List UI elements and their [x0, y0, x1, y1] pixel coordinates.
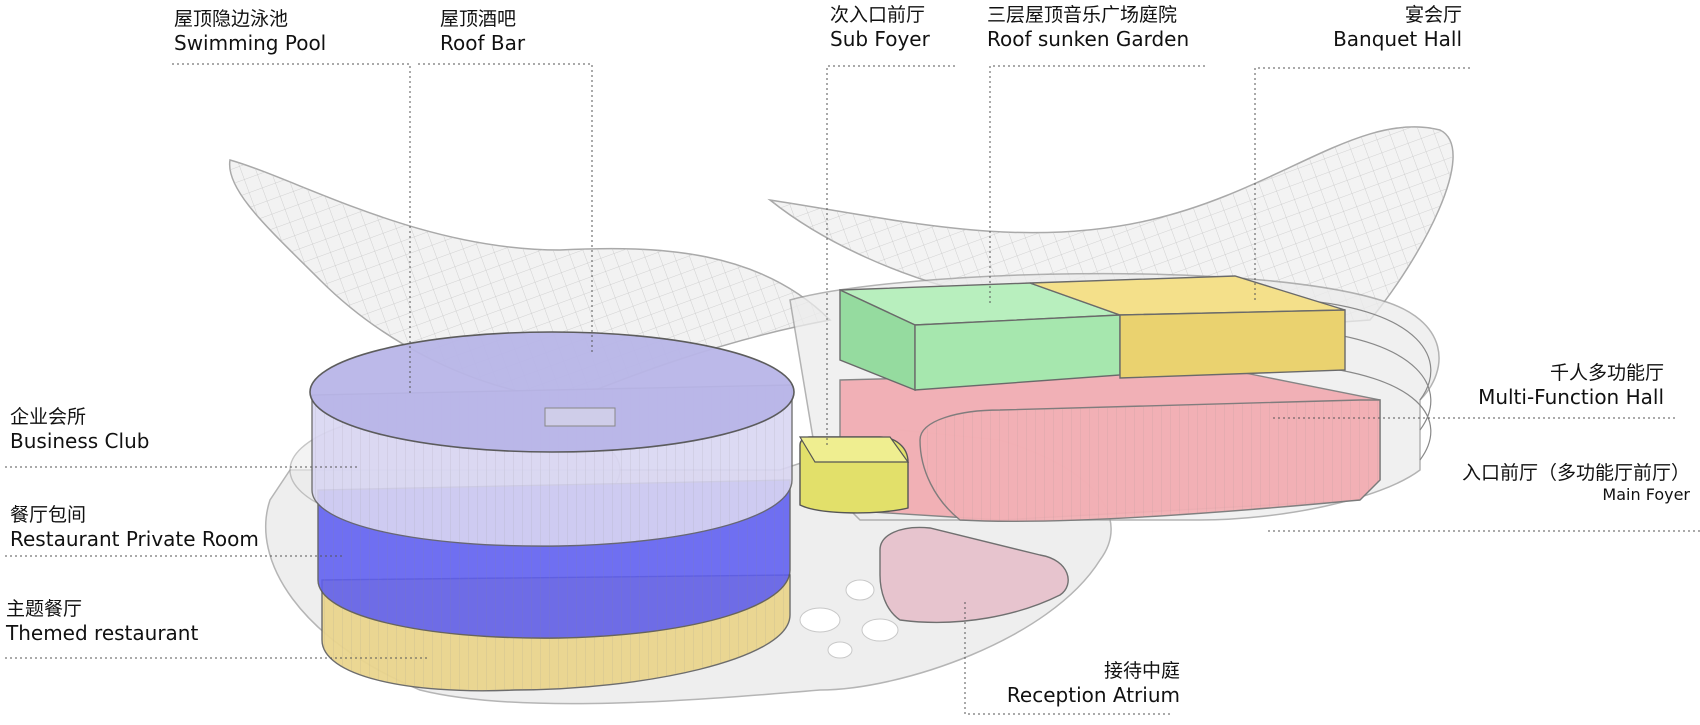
leader-reception-atrium	[964, 600, 1170, 715]
label-main-foyer: 入口前厅（多功能厅前厅） Main Foyer	[1462, 462, 1690, 505]
label-themed-restaurant: 主题餐厅 Themed restaurant	[6, 598, 198, 646]
label-zh: 餐厅包间	[10, 504, 87, 526]
label-zh: 主题餐厅	[6, 598, 83, 620]
label-en: Themed restaurant	[6, 621, 199, 646]
label-restaurant-private-room: 餐厅包间 Restaurant Private Room	[10, 504, 259, 552]
label-en: Roof sunken Garden	[987, 27, 1190, 52]
label-en: Swimming Pool	[174, 31, 327, 56]
label-zh: 三层屋顶音乐广场庭院	[987, 4, 1178, 26]
label-zh: 宴会厅	[1404, 4, 1462, 26]
label-zh: 屋顶隐边泳池	[174, 8, 289, 30]
left-tower-volume	[289, 331, 795, 692]
reception-atrium-volume	[879, 526, 1069, 624]
label-zh: 入口前厅（多功能厅前厅）	[1461, 462, 1690, 484]
label-sub-foyer: 次入口前厅 Sub Foyer	[830, 4, 930, 52]
label-en: Banquet Hall	[1333, 27, 1462, 52]
label-roof-garden: 三层屋顶音乐广场庭院 Roof sunken Garden	[987, 4, 1189, 52]
label-en: Roof Bar	[440, 31, 526, 56]
label-en: Multi-Function Hall	[1478, 385, 1664, 410]
label-zh: 接待中庭	[1103, 660, 1180, 682]
label-business-club: 企业会所 Business Club	[10, 406, 149, 454]
label-en: Sub Foyer	[830, 27, 930, 52]
roof-garden-volume	[839, 282, 1121, 392]
label-en: Reception Atrium	[1006, 683, 1180, 708]
label-zh: 千人多功能厅	[1549, 362, 1664, 384]
leader-banquet-hall	[1254, 67, 1470, 300]
label-en: Business Club	[10, 429, 150, 454]
label-en: Restaurant Private Room	[10, 527, 259, 552]
leader-lines	[5, 63, 1700, 715]
label-banquet-hall: 宴会厅 Banquet Hall	[1333, 4, 1462, 52]
label-zh: 企业会所	[10, 406, 87, 428]
left-roof-canopy	[228, 159, 832, 401]
label-swimming-pool: 屋顶隐边泳池 Swimming Pool	[174, 8, 326, 56]
banquet-hall-volume	[1029, 275, 1346, 379]
leader-roof-garden	[989, 65, 1205, 305]
label-zh: 屋顶酒吧	[440, 8, 517, 30]
multi-function-hall-volume	[839, 369, 1381, 522]
label-multi-function-hall: 千人多功能厅 Multi-Function Hall	[1478, 362, 1664, 410]
label-reception-atrium: 接待中庭 Reception Atrium	[1007, 660, 1180, 708]
label-zh: 次入口前厅	[830, 4, 926, 26]
label-roof-bar: 屋顶酒吧 Roof Bar	[440, 8, 525, 56]
sub-foyer-volume	[798, 436, 910, 514]
label-en: Main Foyer	[1602, 485, 1690, 505]
leader-sub-foyer	[826, 65, 955, 445]
